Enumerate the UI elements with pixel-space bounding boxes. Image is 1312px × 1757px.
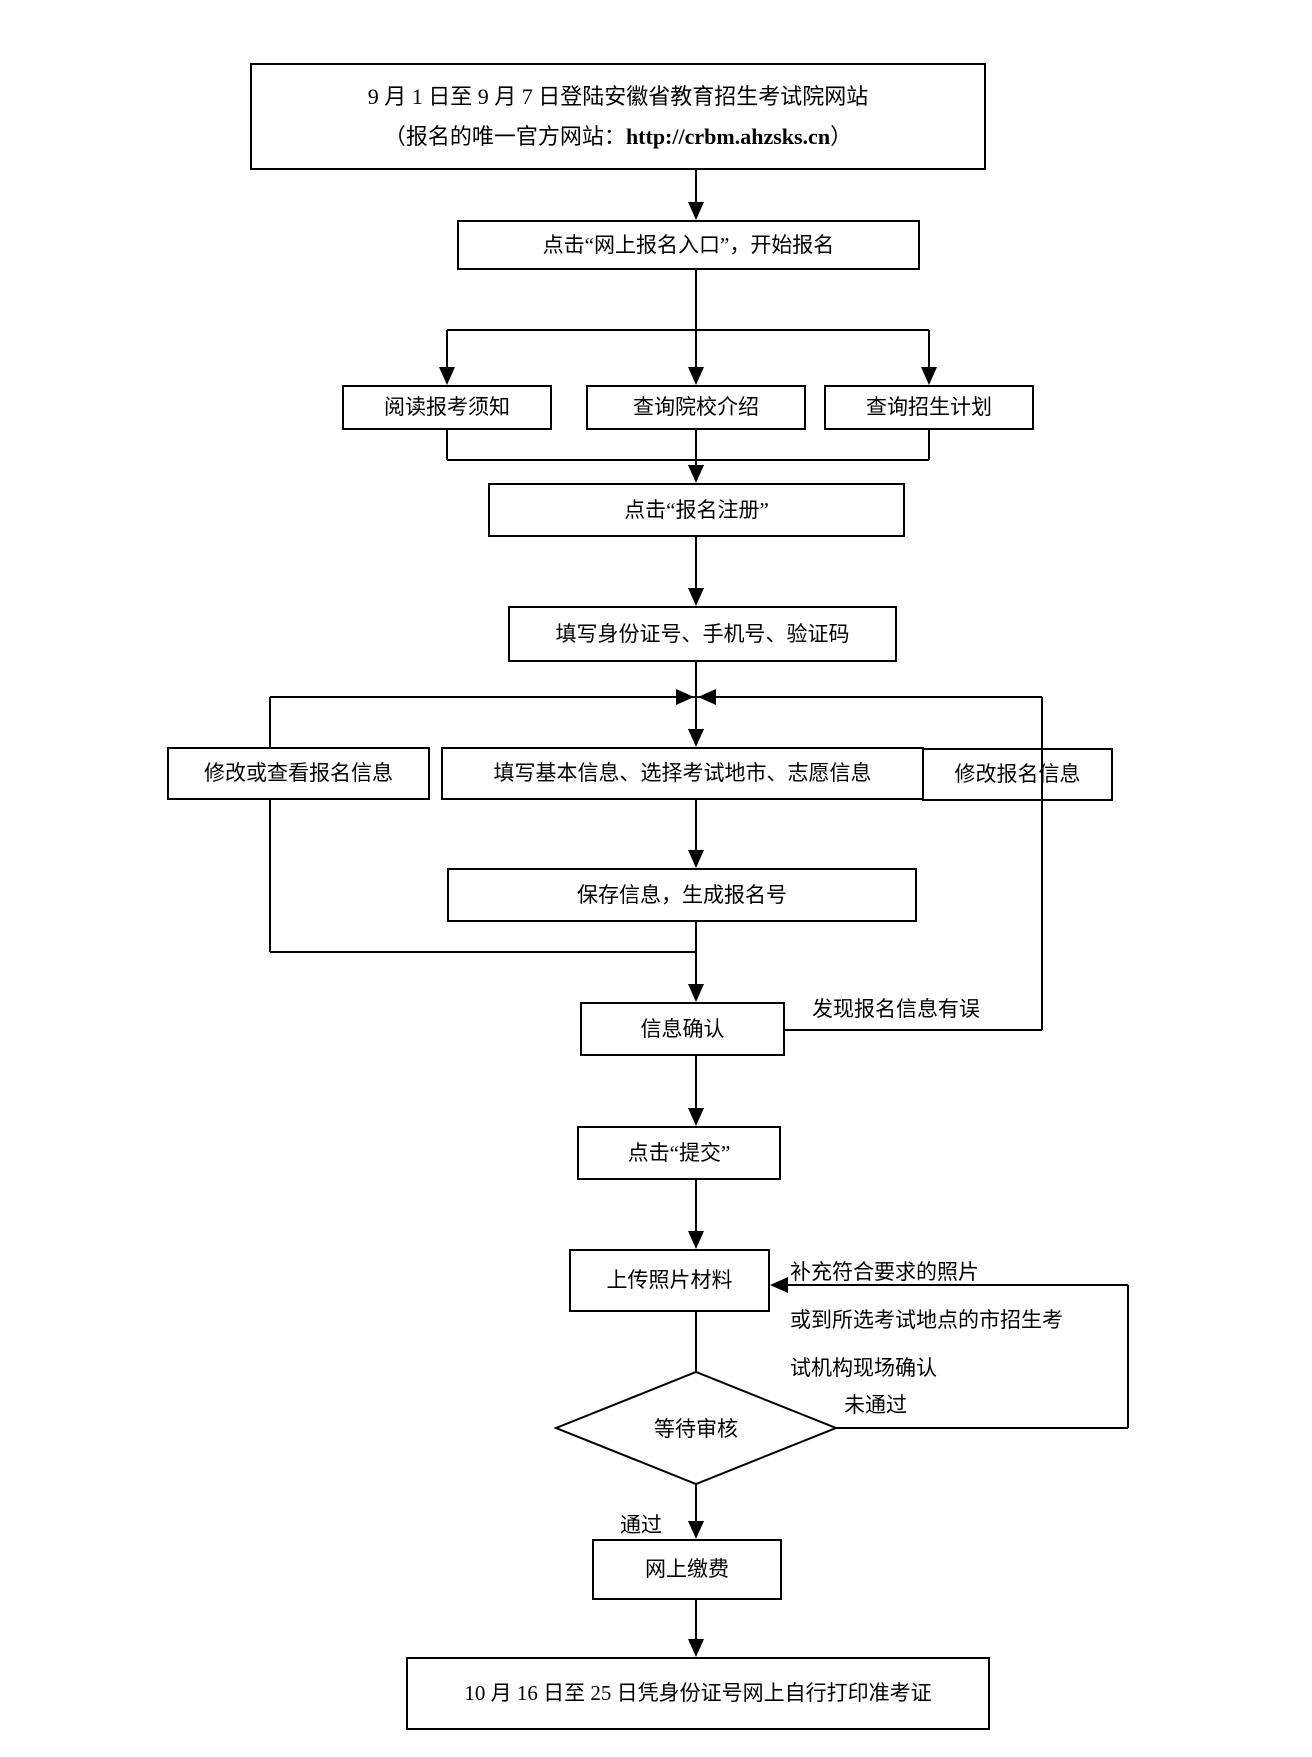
flow-node-submit: 点击“提交” xyxy=(577,1126,781,1180)
connector-lines xyxy=(269,170,1129,1642)
edge-label-passed: 通过 xyxy=(620,1513,662,1537)
website-line1: 9 月 1 日至 9 月 7 日登陆安徽省教育招生考试院网站 xyxy=(367,83,869,109)
supplement-line-3: 试机构现场确认 xyxy=(790,1356,937,1380)
flow-node-register: 点击“报名注册” xyxy=(488,483,905,537)
flow-node-print-ticket: 10 月 16 日至 25 日凭身份证号网上自行打印准考证 xyxy=(406,1657,990,1730)
flow-node-fill-id: 填写身份证号、手机号、验证码 xyxy=(508,606,897,662)
flow-node-entry: 点击“网上报名入口”，开始报名 xyxy=(457,220,920,270)
flow-node-enroll-plan: 查询招生计划 xyxy=(824,385,1034,430)
flow-node-college-intro: 查询院校介绍 xyxy=(586,385,806,430)
flow-node-website: 9 月 1 日至 9 月 7 日登陆安徽省教育招生考试院网站 （报名的唯一官方网… xyxy=(250,63,986,170)
flow-node-modify-view: 修改或查看报名信息 xyxy=(167,747,430,800)
flow-node-upload-photo: 上传照片材料 xyxy=(569,1249,770,1312)
edge-label-not-passed: 未通过 xyxy=(844,1393,907,1417)
supplement-line-1: 补充符合要求的照片 xyxy=(790,1260,979,1284)
flow-node-fill-basic: 填写基本信息、选择考试地市、志愿信息 xyxy=(441,747,924,800)
flow-node-read-notice: 阅读报考须知 xyxy=(342,385,552,430)
edge-label-supplement: 补充符合要求的照片 或到所选考试地点的市招生考 试机构现场确认 xyxy=(790,1248,1063,1392)
edge-label-error-found: 发现报名信息有误 xyxy=(812,997,980,1021)
flow-node-save-info: 保存信息，生成报名号 xyxy=(447,868,917,922)
decision-diamond-shape xyxy=(553,1370,839,1486)
flow-node-pay-online: 网上缴费 xyxy=(592,1539,782,1600)
flow-node-wait-review: 等待审核 xyxy=(654,1417,738,1441)
flow-node-modify-info: 修改报名信息 xyxy=(922,748,1113,801)
flow-node-confirm: 信息确认 xyxy=(580,1002,785,1056)
official-url: http://crbm.ahzsks.cn xyxy=(625,123,831,149)
website-line2: （报名的唯一官方网站：http://crbm.ahzsks.cn） xyxy=(383,123,853,149)
supplement-line-2: 或到所选考试地点的市招生考 xyxy=(790,1308,1063,1332)
